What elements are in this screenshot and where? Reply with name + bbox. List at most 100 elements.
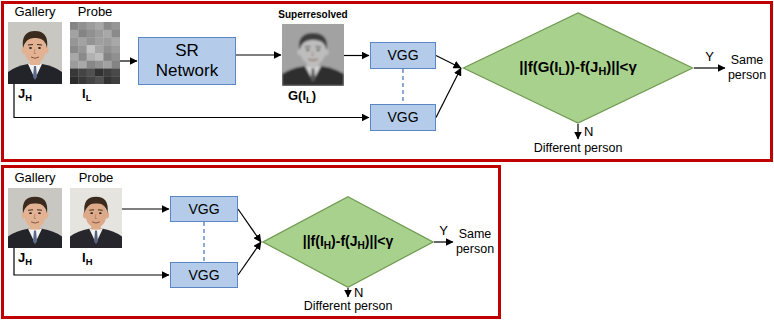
flow-arrow bbox=[436, 56, 461, 69]
pixel-block bbox=[95, 30, 104, 38]
box-label: VGG bbox=[387, 47, 418, 64]
decision-node: ||f(G(IL))-f(JH)||<γ bbox=[462, 12, 694, 124]
pixel-block bbox=[112, 69, 120, 77]
flow-arrow bbox=[14, 248, 169, 275]
shared-weights-link bbox=[402, 69, 403, 103]
pixel-block bbox=[87, 53, 96, 61]
subscript: H bbox=[25, 257, 32, 267]
pixel-block bbox=[112, 61, 120, 69]
outcome-text: Same person bbox=[726, 53, 768, 83]
pixel-block bbox=[103, 53, 112, 61]
photo-heading: Probe bbox=[78, 4, 113, 19]
face-photo bbox=[70, 188, 122, 248]
photo-caption: JH bbox=[18, 250, 32, 267]
photo-background bbox=[8, 22, 62, 84]
suit bbox=[282, 66, 344, 86]
subscript: L bbox=[306, 95, 312, 105]
face-image: SuperresolvedG(IL) bbox=[282, 24, 344, 86]
pixel-block bbox=[78, 76, 87, 84]
photo-background bbox=[8, 188, 62, 248]
pixel-block bbox=[70, 30, 79, 38]
flow-arrow bbox=[238, 242, 261, 275]
nose bbox=[34, 49, 36, 54]
box-label: VGG bbox=[188, 267, 219, 284]
eye bbox=[90, 212, 93, 214]
flow-arrow bbox=[122, 208, 169, 209]
face-photo bbox=[282, 24, 344, 86]
pixel-block bbox=[78, 38, 87, 46]
brow bbox=[28, 209, 33, 210]
box-label: SR Network bbox=[151, 41, 223, 82]
process-box: VGG bbox=[370, 104, 436, 131]
pixel-block bbox=[95, 45, 104, 53]
branch-label: Y bbox=[438, 224, 449, 238]
pixel-block bbox=[78, 45, 87, 53]
flow-arrow bbox=[436, 68, 461, 118]
pixel-block bbox=[112, 38, 120, 46]
pixel-block bbox=[95, 61, 104, 69]
brow bbox=[37, 44, 42, 46]
decision-node: ||f(IH)-f(JH)||<γ bbox=[262, 196, 434, 288]
process-box: SR Network bbox=[138, 37, 236, 85]
suit bbox=[8, 229, 62, 248]
decision-text: ||f(IH)-f(JH)||<γ bbox=[303, 233, 394, 252]
hair bbox=[23, 31, 48, 48]
branch-label: N bbox=[353, 286, 364, 300]
shirt bbox=[28, 64, 42, 79]
face-photo bbox=[8, 188, 62, 248]
outcome-text: Different person bbox=[534, 141, 623, 156]
suit bbox=[70, 229, 122, 248]
tie bbox=[311, 68, 316, 82]
pixel-block bbox=[95, 53, 104, 61]
tie bbox=[94, 231, 98, 245]
branch-label: Y bbox=[704, 50, 715, 64]
outcome-text: Same person bbox=[454, 227, 496, 257]
pixel-block bbox=[87, 45, 96, 53]
pixel-block bbox=[103, 76, 112, 84]
subscript: L bbox=[86, 93, 92, 103]
pixel-block bbox=[70, 22, 79, 30]
pixel-block bbox=[70, 53, 79, 61]
flow-arrow bbox=[434, 241, 453, 242]
pixel-block bbox=[70, 76, 79, 84]
process-box: VGG bbox=[170, 196, 238, 222]
pixel-block bbox=[87, 69, 96, 77]
flow-arrow bbox=[577, 124, 578, 139]
pixel-block bbox=[103, 61, 112, 69]
pixel-block bbox=[95, 76, 104, 84]
eye bbox=[29, 47, 32, 49]
hair bbox=[299, 33, 327, 50]
flow-arrow bbox=[14, 84, 369, 118]
pixel-block bbox=[78, 69, 87, 77]
pixel-block bbox=[95, 38, 104, 46]
pixel-block bbox=[70, 61, 79, 69]
pixel-block bbox=[70, 38, 79, 46]
subscript: H bbox=[86, 257, 93, 267]
diamond-shape bbox=[463, 13, 692, 123]
eye bbox=[99, 212, 102, 214]
flow-arrow bbox=[694, 67, 725, 68]
branch-label: N bbox=[583, 125, 594, 139]
eye bbox=[38, 47, 41, 49]
brow bbox=[37, 209, 42, 210]
process-box: VGG bbox=[370, 42, 436, 69]
pixel-block bbox=[87, 22, 96, 30]
flow-arrow bbox=[347, 288, 348, 297]
pixel-block bbox=[87, 30, 96, 38]
photo-caption: G(IL) bbox=[288, 88, 316, 105]
brow bbox=[305, 46, 311, 48]
outcome-node: Same person bbox=[454, 226, 496, 258]
subscript: H bbox=[324, 239, 331, 250]
pixel-block bbox=[112, 76, 120, 84]
nose bbox=[34, 214, 36, 218]
eye bbox=[306, 49, 309, 51]
pixel-block bbox=[87, 61, 96, 69]
eye bbox=[317, 49, 320, 51]
face-photo bbox=[8, 22, 62, 84]
flow-arrow bbox=[236, 54, 281, 55]
outcome-node: Different person bbox=[288, 298, 408, 314]
nose bbox=[95, 214, 97, 218]
mouth bbox=[31, 57, 39, 58]
face-image: ProbeIH bbox=[70, 188, 122, 248]
photo-heading: Gallery bbox=[14, 170, 55, 185]
